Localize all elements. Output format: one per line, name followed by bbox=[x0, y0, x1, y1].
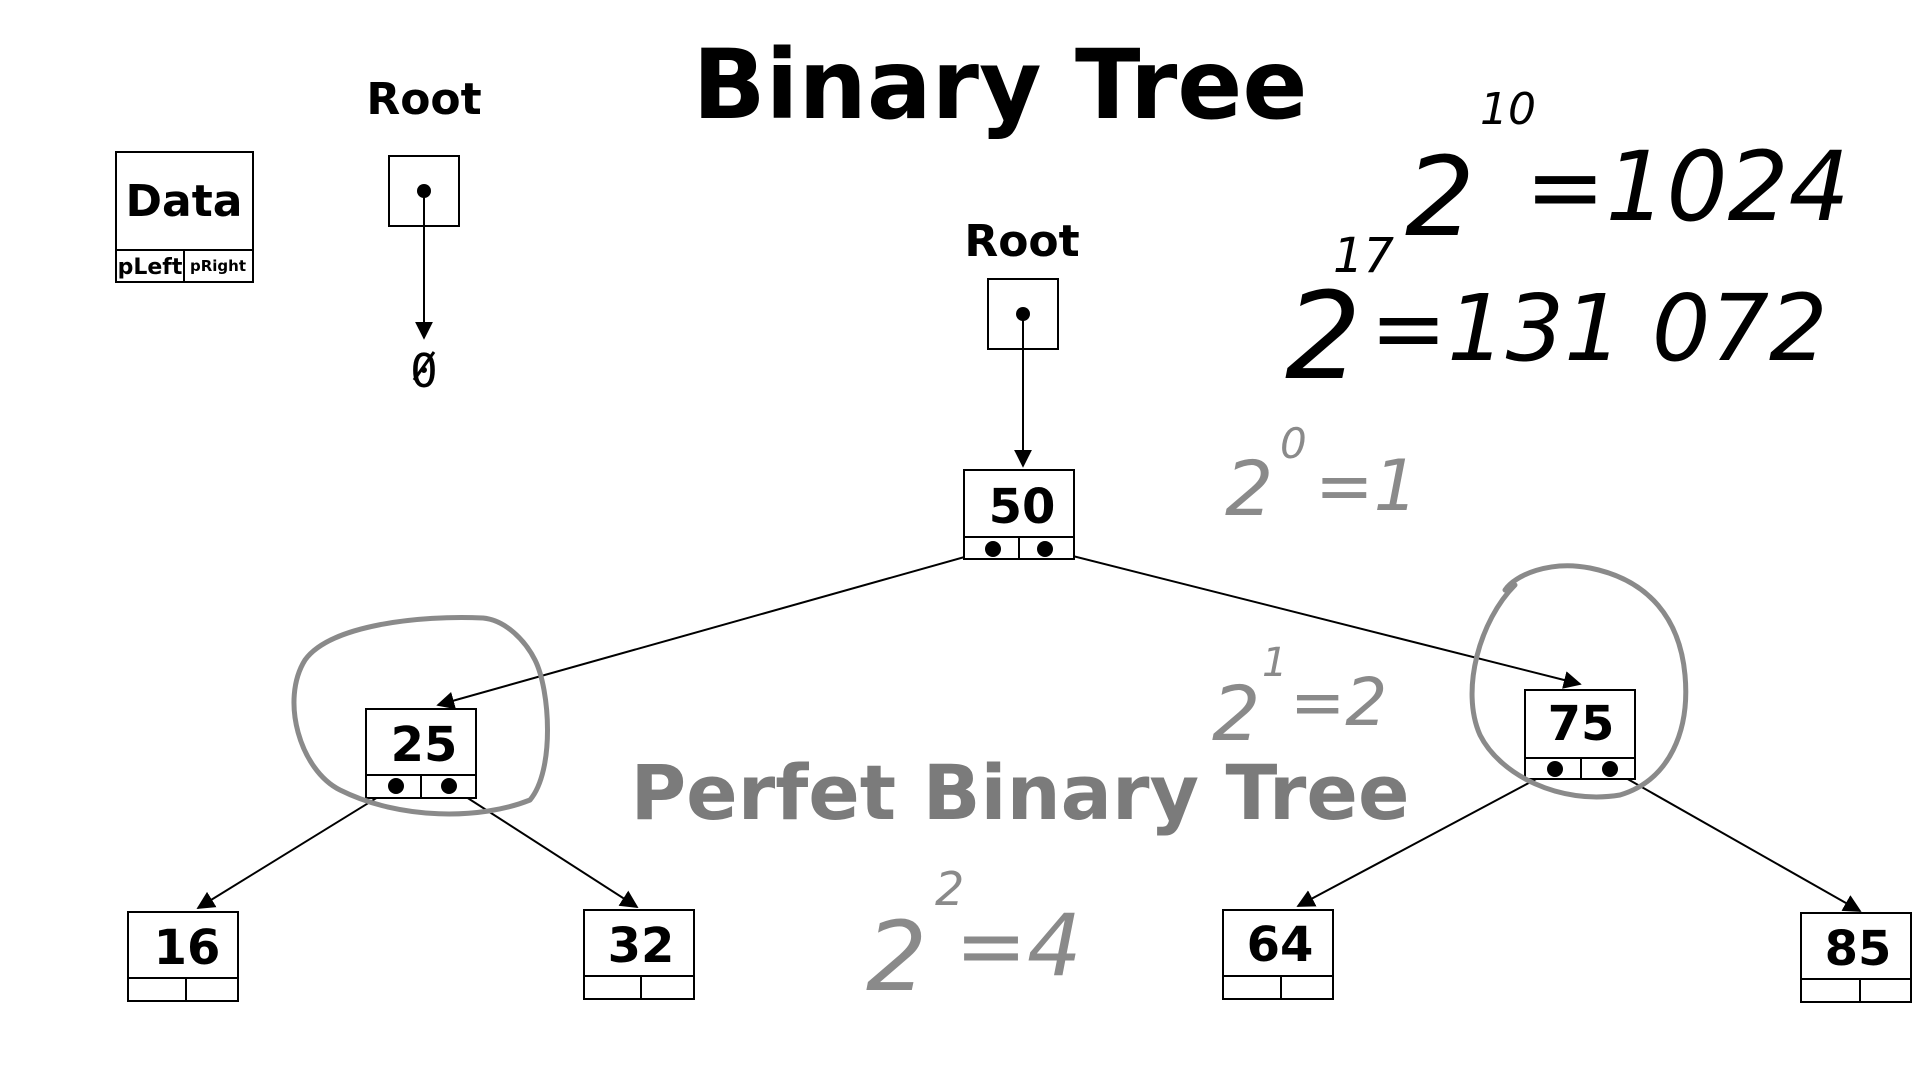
edge-50-75 bbox=[1044, 548, 1582, 689]
main-root: Root bbox=[964, 216, 1080, 468]
tree-edges bbox=[196, 548, 1862, 912]
note-base: 2 bbox=[866, 901, 927, 1013]
note-exponent: 1 bbox=[1262, 640, 1287, 686]
note-2-pow-1: 2 1 =2 bbox=[1212, 640, 1387, 758]
note-exponent: 17 bbox=[1333, 228, 1395, 284]
edge-75-85 bbox=[1609, 768, 1862, 912]
node-legend: Data pLeft pRight bbox=[115, 151, 254, 283]
hand-circle-right bbox=[1469, 563, 1689, 800]
edge-75-64 bbox=[1296, 768, 1556, 907]
node-value: 75 bbox=[1548, 696, 1615, 752]
note-result: =1024 bbox=[1525, 131, 1850, 243]
empty-root: Root 0 bbox=[366, 74, 481, 398]
note-base: 2 bbox=[1405, 133, 1475, 261]
hand-circle-left bbox=[291, 615, 550, 817]
node-value: 32 bbox=[608, 918, 675, 974]
note-result: =2 bbox=[1290, 664, 1387, 741]
tree-node-75: 75 bbox=[1524, 689, 1636, 780]
note-2-pow-10: 2 10 =1024 bbox=[1405, 84, 1850, 261]
null-slash bbox=[412, 351, 436, 381]
node-value: 25 bbox=[391, 717, 458, 773]
node-value: 16 bbox=[154, 920, 221, 976]
empty-root-label: Root bbox=[366, 74, 481, 125]
tree-node-64: 64 bbox=[1222, 909, 1334, 1000]
note-base: 2 bbox=[1285, 268, 1361, 407]
edge-50-25 bbox=[436, 548, 994, 710]
note-result: =131 072 bbox=[1370, 275, 1828, 382]
note-base: 2 bbox=[1212, 669, 1260, 758]
page-title: Binary Tree bbox=[692, 29, 1307, 141]
note-base: 2 bbox=[1225, 444, 1273, 533]
note-result: =4 bbox=[955, 896, 1082, 996]
legend-data-label: Data bbox=[126, 176, 243, 227]
legend-right-label: pRight bbox=[190, 257, 246, 275]
tree-node-16: 16 bbox=[127, 911, 239, 1002]
perfect-binary-tree-caption: Perfet Binary Tree bbox=[630, 748, 1409, 837]
note-2-pow-2: 2 2 =4 bbox=[866, 862, 1082, 1013]
tree-node-50: 50 bbox=[963, 469, 1075, 560]
legend-left-label: pLeft bbox=[118, 255, 183, 280]
note-2-pow-17: 2 17 =131 072 bbox=[1285, 228, 1828, 407]
tree-node-25: 25 bbox=[365, 708, 477, 799]
tree-node-32: 32 bbox=[583, 909, 695, 1000]
note-exponent: 10 bbox=[1480, 84, 1536, 135]
edge-25-32 bbox=[448, 785, 639, 908]
node-value: 50 bbox=[989, 479, 1056, 535]
node-value: 64 bbox=[1247, 917, 1314, 973]
note-result: =1 bbox=[1315, 445, 1418, 527]
main-root-label: Root bbox=[964, 216, 1079, 267]
note-exponent: 2 bbox=[935, 862, 964, 916]
edge-25-16 bbox=[196, 785, 397, 909]
node-value: 85 bbox=[1825, 921, 1892, 977]
note-2-pow-0: 2 0 =1 bbox=[1225, 419, 1418, 533]
note-exponent: 0 bbox=[1280, 419, 1307, 468]
tree-node-85: 85 bbox=[1800, 912, 1912, 1003]
